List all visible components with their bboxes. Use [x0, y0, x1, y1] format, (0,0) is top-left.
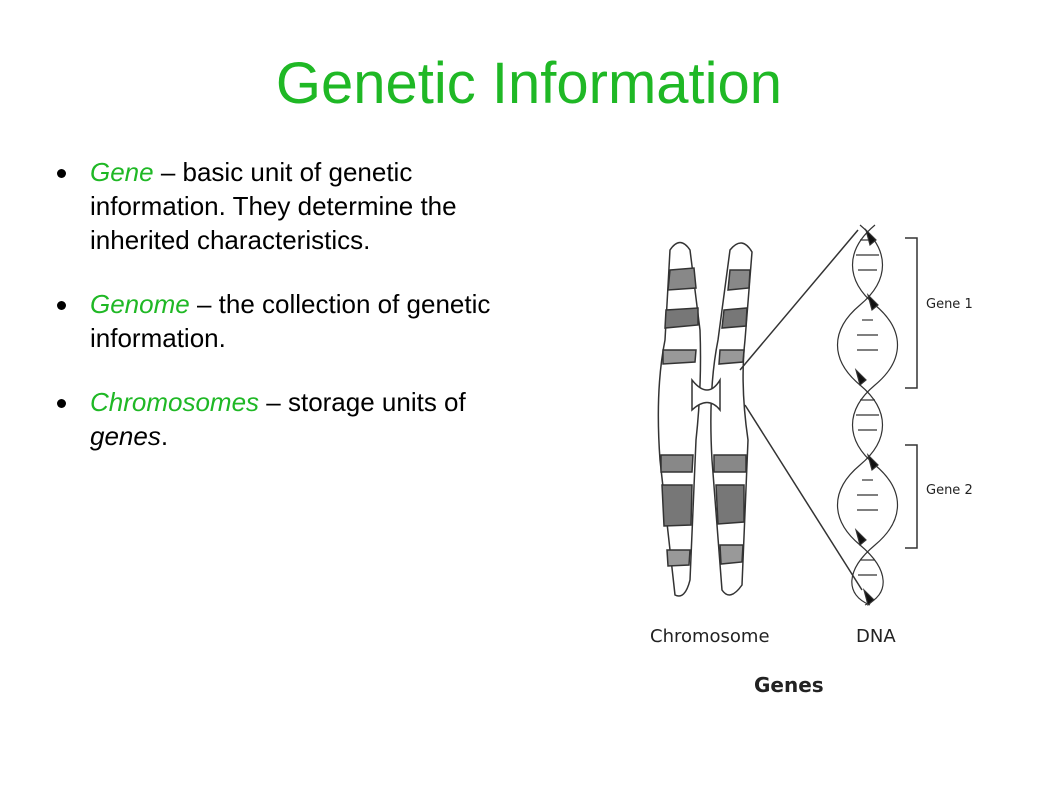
bullet-tail: . [160, 421, 169, 451]
bullet-dot-icon [57, 169, 66, 178]
bullet-text: – the collection of genetic information. [90, 289, 491, 353]
bullet-dot-icon [57, 301, 66, 310]
bullet-term: Chromosomes [90, 387, 260, 417]
chromosome-dna-diagram: Gene 1 Gene 2 Chromosome DNA Genes [650, 224, 973, 697]
bullet-term: Genome [90, 289, 190, 319]
gene-1-label: Gene 1 [926, 297, 973, 312]
gene-2-bracket [905, 444, 918, 549]
bullet-chromosomes: Chromosomes – storage units of genes. [50, 385, 550, 453]
dna-label: DNA [856, 626, 896, 647]
zoom-line [739, 229, 859, 371]
bullet-emphasis: genes [90, 421, 161, 451]
bullet-dot-icon [57, 399, 66, 408]
dna-helix-icon [837, 224, 898, 607]
bullet-gene: Gene – basic unit of genetic information… [50, 155, 550, 257]
gene-1-bracket [905, 237, 918, 389]
chromosome-label: Chromosome [650, 626, 770, 647]
genes-figure: Gene 1 Gene 2 Chromosome DNA Genes [630, 210, 990, 710]
bullet-genome: Genome – the collection of genetic infor… [50, 287, 550, 355]
figure-caption: Genes [754, 673, 824, 697]
zoom-line [744, 404, 863, 591]
bullet-list: Gene – basic unit of genetic information… [50, 155, 550, 483]
chromosome-icon [657, 241, 753, 597]
slide-title: Genetic Information [275, 51, 783, 116]
gene-2-label: Gene 2 [926, 483, 973, 498]
bullet-text: – basic unit of genetic information. The… [90, 157, 457, 255]
bullet-term: Gene [90, 157, 154, 187]
bullet-text: – storage units of [259, 387, 466, 417]
